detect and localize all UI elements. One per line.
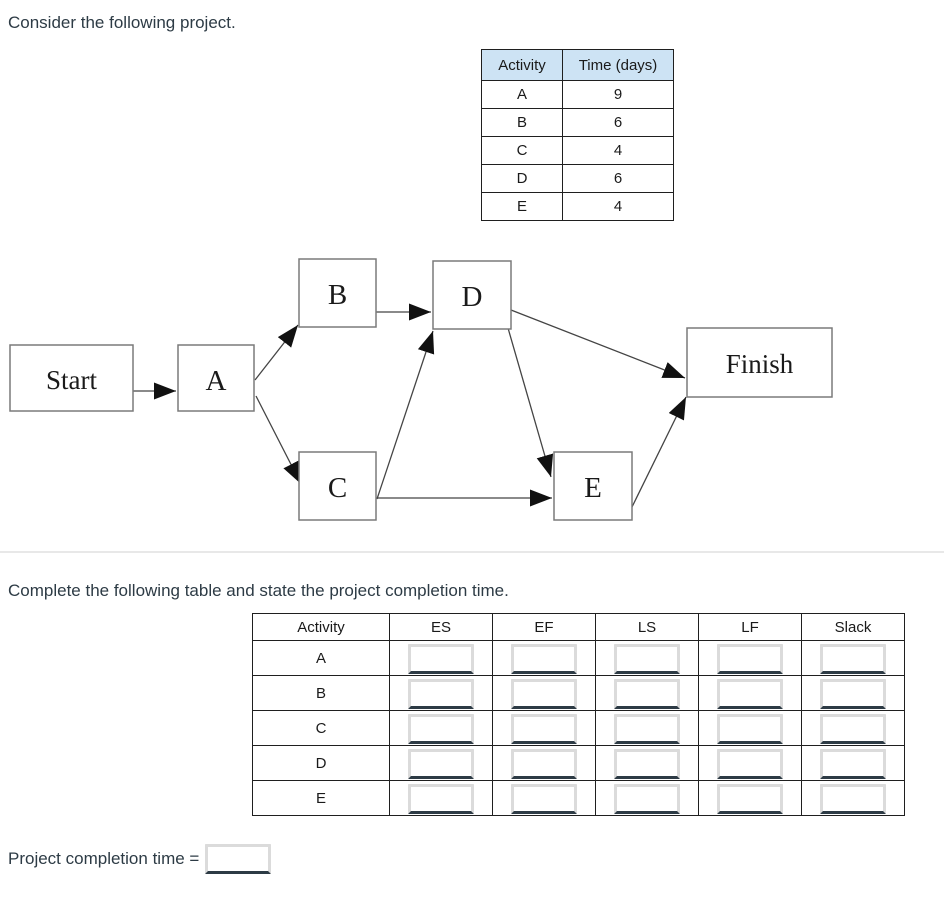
diagram-edges xyxy=(133,303,687,508)
input-lf-c[interactable] xyxy=(717,714,783,744)
col-header-lf: LF xyxy=(698,613,802,641)
time-cell: 6 xyxy=(562,164,674,193)
node-c-label: C xyxy=(328,472,347,504)
col-header-es: ES xyxy=(389,613,493,641)
activity-cell: C xyxy=(252,710,390,746)
input-slack-b[interactable] xyxy=(820,679,886,709)
schedule-table: Activity ES EF LS LF Slack A B C xyxy=(252,613,905,816)
col-header-activity: Activity xyxy=(481,49,563,81)
time-cell: 4 xyxy=(562,136,674,165)
activity-cell: B xyxy=(252,675,390,711)
input-slack-e[interactable] xyxy=(820,784,886,814)
node-b-label: B xyxy=(328,279,347,311)
node-a-box xyxy=(177,344,255,412)
input-lf-e[interactable] xyxy=(717,784,783,814)
node-d-label: D xyxy=(462,281,483,313)
table-row: E 4 xyxy=(481,192,674,221)
table-row: B xyxy=(252,675,905,711)
input-lf-d[interactable] xyxy=(717,749,783,779)
input-es-e[interactable] xyxy=(408,784,474,814)
col-header-activity: Activity xyxy=(252,613,390,641)
arrow-a-to-b xyxy=(254,324,299,381)
activity-cell: A xyxy=(481,80,563,109)
arrow-a-to-c xyxy=(255,395,302,485)
table-row: D 6 xyxy=(481,164,674,193)
col-header-ef: EF xyxy=(492,613,596,641)
activity-cell: E xyxy=(252,780,390,816)
time-cell: 9 xyxy=(562,80,674,109)
input-es-d[interactable] xyxy=(408,749,474,779)
table-row: C 4 xyxy=(481,136,674,165)
col-header-slack: Slack xyxy=(801,613,905,641)
completion-time-label: Project completion time = xyxy=(8,849,200,868)
input-ls-b[interactable] xyxy=(614,679,680,709)
table-row: A xyxy=(252,640,905,676)
input-ef-e[interactable] xyxy=(511,784,577,814)
node-e-box xyxy=(553,451,633,521)
page-title: Consider the following project. xyxy=(8,13,236,32)
activity-cell: D xyxy=(252,745,390,781)
arrow-e-to-finish xyxy=(631,396,687,508)
input-es-c[interactable] xyxy=(408,714,474,744)
time-cell: 6 xyxy=(562,108,674,137)
activity-cell: A xyxy=(252,640,390,676)
node-b-box xyxy=(298,258,377,328)
input-ef-b[interactable] xyxy=(511,679,577,709)
input-lf-a[interactable] xyxy=(717,644,783,674)
input-ls-c[interactable] xyxy=(614,714,680,744)
input-slack-a[interactable] xyxy=(820,644,886,674)
node-finish-box xyxy=(686,327,833,398)
col-header-ls: LS xyxy=(595,613,699,641)
table-row: E xyxy=(252,780,905,816)
input-slack-d[interactable] xyxy=(820,749,886,779)
activity-cell: C xyxy=(481,136,563,165)
input-ef-d[interactable] xyxy=(511,749,577,779)
input-lf-b[interactable] xyxy=(717,679,783,709)
node-d-box xyxy=(432,260,512,330)
node-a-label: A xyxy=(206,365,227,397)
input-slack-c[interactable] xyxy=(820,714,886,744)
arrow-c-to-d xyxy=(376,330,435,500)
input-es-a[interactable] xyxy=(408,644,474,674)
table-row: A 9 xyxy=(481,80,674,109)
activity-time-table: Activity Time (days) A 9 B 6 C 4 D 6 E 4 xyxy=(481,49,674,221)
node-finish-label: Finish xyxy=(726,349,794,379)
node-start-label: Start xyxy=(46,365,97,395)
activity-cell: D xyxy=(481,164,563,193)
table-row: D xyxy=(252,745,905,781)
input-es-b[interactable] xyxy=(408,679,474,709)
node-start-box xyxy=(9,344,134,412)
section-divider xyxy=(0,551,944,553)
table-row: C xyxy=(252,710,905,746)
project-network-diagram: Start A B C D E Finish xyxy=(9,258,833,521)
table-row: B 6 xyxy=(481,108,674,137)
table-header-row: Activity ES EF LS LF Slack xyxy=(252,613,905,641)
arrow-d-to-e xyxy=(507,327,554,478)
input-ls-a[interactable] xyxy=(614,644,680,674)
input-ef-a[interactable] xyxy=(511,644,577,674)
input-ef-c[interactable] xyxy=(511,714,577,744)
node-e-label: E xyxy=(584,472,602,504)
activity-cell: B xyxy=(481,108,563,137)
table-header-row: Activity Time (days) xyxy=(481,49,674,81)
section2-heading: Complete the following table and state t… xyxy=(8,581,509,600)
node-c-box xyxy=(298,451,377,521)
input-ls-e[interactable] xyxy=(614,784,680,814)
activity-cell: E xyxy=(481,192,563,221)
col-header-time: Time (days) xyxy=(562,49,674,81)
input-ls-d[interactable] xyxy=(614,749,680,779)
arrow-d-to-finish xyxy=(510,309,686,379)
time-cell: 4 xyxy=(562,192,674,221)
completion-time-input[interactable] xyxy=(205,844,271,874)
